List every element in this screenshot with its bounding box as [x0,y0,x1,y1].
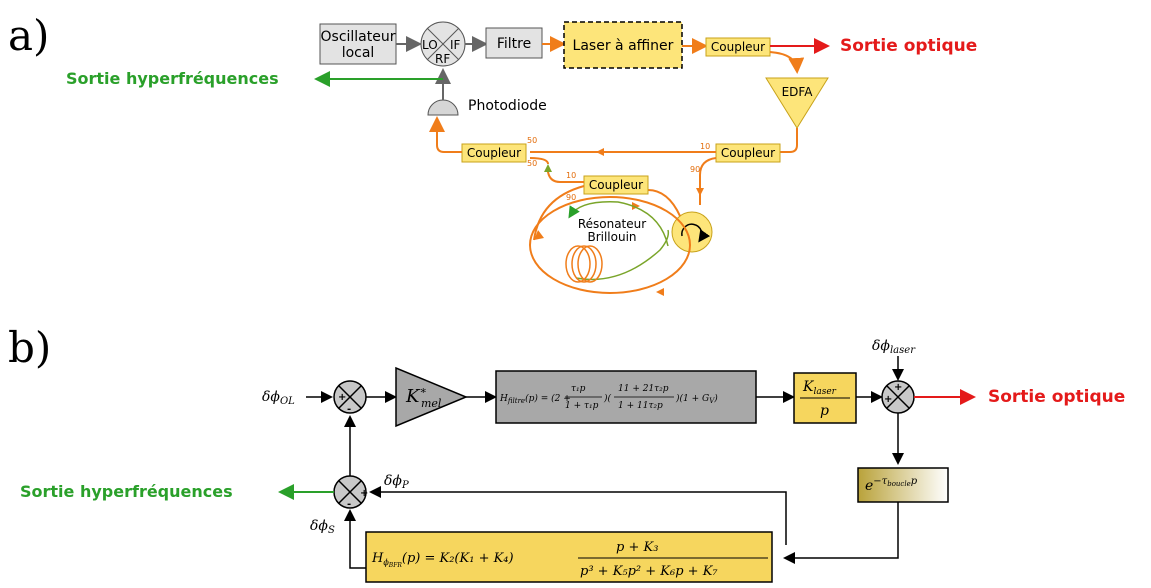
mixer-lo-label: LO [422,38,438,52]
fiber-coil-icon [565,245,603,283]
local-oscillator-label-2: local [342,45,375,61]
port-90b: 90 [566,193,576,202]
source-phase-label: δϕS [310,518,335,536]
resonator-tf-label: HϕBFR(p) = K₂(K₁ + K₄) [371,551,514,569]
svg-text:p + K₃: p + K₃ [616,540,658,555]
mixer-if-label: IF [450,38,461,52]
microwave-output-b: Sortie hyperfréquences [20,482,233,501]
sum2-plus-top: + [894,382,902,393]
svg-text:p³ + K₅p² + K₆p + K₇: p³ + K₅p² + K₆p + K₇ [580,564,718,579]
laser-phase-noise-label: δϕlaser [872,338,916,356]
sum1-plus: + [338,392,346,403]
svg-text:1 + 11τ₂p: 1 + 11τ₂p [618,401,663,411]
port-50a: 50 [527,136,537,145]
svg-text:1 + τ₁p: 1 + τ₁p [565,401,599,411]
panel-a-label: a) [8,11,49,60]
svg-text:)(1 + GV): )(1 + GV) [675,393,718,405]
port-10b: 10 [566,171,576,180]
local-oscillator-label-1: Oscillateur [321,29,396,45]
photodiode-icon [427,99,459,116]
gain-block [395,366,468,428]
resonator-loop [529,196,691,294]
resonator-label-2: Brillouin [587,230,636,244]
resonator-transfer-block [365,531,773,583]
edfa-amplifier [765,77,829,129]
local-oscillator-box [319,23,397,65]
mixer-rf-label: RF [435,52,450,66]
coupler-bottom [583,175,649,195]
port-10a: 10 [700,142,710,151]
sum3-minus: - [347,499,351,510]
resonator-label-1: Résonateur [578,217,646,231]
port-90a: 90 [690,165,700,174]
sum2-plus-left: + [884,394,892,405]
coupler-right-label: Coupleur [721,146,775,160]
laser-label: Laser à affiner [573,38,674,54]
svg-text:τ₁p: τ₁p [571,384,586,394]
optical-output-a: Sortie optique [840,36,977,56]
sum3-plus: + [360,488,368,499]
coupler-bottom-label: Coupleur [589,178,643,192]
photodiode-label: Photodiode [468,98,547,114]
microwave-output-a: Sortie hyperfréquences [66,69,279,88]
optical-output-b: Sortie optique [988,387,1125,407]
svg-text:)(: )( [603,393,612,404]
circulator-icon [671,211,713,253]
input-phase-label: δϕOL [262,389,295,407]
photodiode-phase-label: δϕP [384,473,409,491]
edfa-label: EDFA [782,85,814,99]
panel-b-label: b) [8,323,51,372]
port-50b: 50 [527,159,537,168]
laser-tf-den: p [820,403,829,419]
delay-block [857,467,949,503]
coupler-left-label: Coupleur [467,146,521,160]
svg-text:11 + 21τ₂p: 11 + 21τ₂p [618,384,669,394]
filter-box [485,27,543,59]
sum1-minus: - [347,404,351,415]
filter-label: Filtre [497,36,531,52]
coupler-top-label: Coupleur [711,40,765,54]
